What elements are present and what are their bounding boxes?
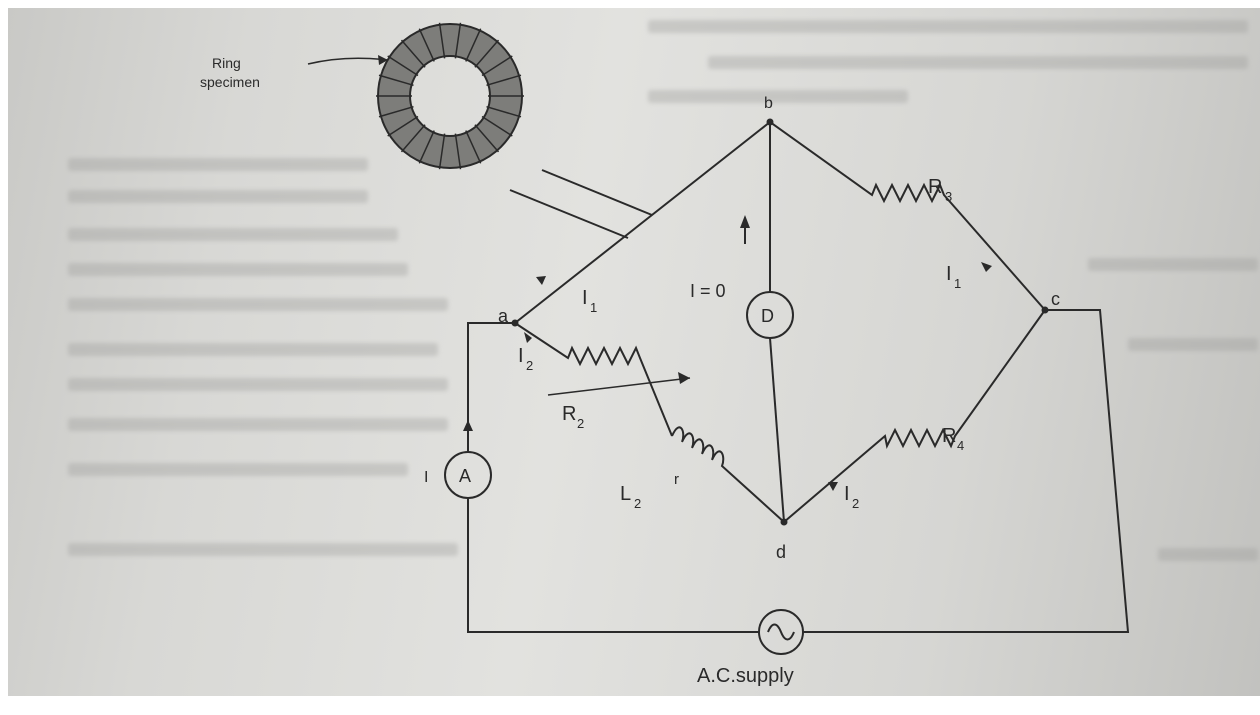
ring-winding-turn	[438, 22, 446, 59]
ring-winding-turn	[486, 105, 522, 118]
ac-supply-label: A.C.supply	[697, 665, 794, 687]
node-a-dot	[511, 319, 519, 327]
node-c-label: c	[1051, 289, 1060, 309]
ring-winding-turn	[481, 55, 513, 77]
variable-resistor-arrowhead	[678, 372, 690, 384]
r3-label: R	[928, 176, 942, 198]
i1-left-subscript: 1	[590, 300, 597, 315]
bg-text-line	[1158, 548, 1258, 561]
ammeter-label: A	[459, 466, 471, 486]
wire-a-b	[514, 121, 771, 324]
bg-text-line	[68, 463, 408, 476]
bg-text-line	[68, 158, 368, 171]
bg-text-line	[648, 20, 1248, 33]
ring-winding-turn	[387, 115, 419, 137]
r4-label: R	[942, 425, 956, 447]
bg-text-line	[68, 263, 408, 276]
ring-winding-turn	[454, 133, 462, 170]
i2-bottom-label: I	[844, 483, 850, 505]
i1-left-arrow-icon	[536, 276, 546, 285]
wire-a-ammeter	[467, 322, 515, 452]
bg-text-line	[68, 343, 438, 356]
ring-winding-turn	[378, 74, 414, 87]
ring-winding-turn	[400, 39, 426, 68]
ring-winding-turn	[418, 130, 435, 164]
bg-text-line	[1088, 258, 1258, 271]
ring-winding-turn	[465, 130, 482, 164]
resistor-r2	[514, 322, 673, 437]
ring-winding-turn	[378, 105, 414, 118]
i1-right-label: I	[946, 263, 952, 285]
ring-winding-turn	[474, 39, 500, 68]
detector-current-arrow-icon	[740, 215, 750, 228]
wire-supply-c	[803, 309, 1130, 633]
i2-left-label: I	[518, 345, 524, 367]
node-b-label: b	[764, 95, 773, 112]
bg-text-line	[68, 190, 368, 203]
ring-winding-turn	[474, 124, 500, 153]
i2-bottom-arrow-icon	[828, 482, 838, 491]
wire-ammeter-supply	[467, 498, 759, 633]
ac-wave-icon	[767, 623, 795, 641]
ring-winding-turn	[387, 55, 419, 77]
variable-resistor-arrow	[547, 377, 691, 396]
ring-label-line2: specimen	[200, 74, 260, 90]
detector-current-label: I = 0	[690, 281, 726, 301]
r-small-label: r	[674, 471, 679, 488]
i1-right-subscript: 1	[954, 276, 961, 291]
ring-winding-turn	[454, 22, 462, 59]
bg-text-line	[648, 90, 908, 103]
i2-bottom-subscript: 2	[852, 496, 859, 511]
node-d-label: d	[776, 542, 786, 562]
resistor-r4	[783, 309, 1046, 523]
node-c-dot	[1041, 306, 1049, 314]
ring-pointer-arrow	[307, 57, 389, 65]
r2-subscript: 2	[577, 416, 584, 431]
wire-detector-d	[769, 337, 785, 523]
bg-text-line	[1128, 338, 1258, 351]
ammeter-current-label: I	[424, 469, 428, 486]
i2-left-subscript: 2	[526, 358, 533, 373]
inductor-l2	[671, 426, 785, 523]
bg-text-line	[708, 56, 1248, 69]
detector-label: D	[761, 306, 774, 326]
resistor-r3	[769, 121, 1046, 311]
supply-current-arrow-icon	[463, 420, 473, 431]
bg-text-line	[68, 418, 448, 431]
ring-winding-turn	[438, 133, 446, 170]
ring-label-line1: Ring	[212, 55, 241, 71]
ring-winding-turn	[465, 28, 482, 62]
l2-label: L	[620, 483, 631, 505]
node-d-dot	[780, 518, 788, 526]
ring-winding-turn	[481, 115, 513, 137]
i1-left-label: I	[582, 287, 588, 309]
bg-text-line	[68, 228, 398, 241]
ring-lead-lower	[509, 189, 629, 239]
node-b-dot	[766, 118, 774, 126]
ring-winding-turn	[418, 28, 435, 62]
i1-right-arrow-icon	[981, 262, 992, 272]
ring-specimen	[376, 22, 524, 170]
ring-winding-turn	[486, 74, 522, 87]
node-a-label: a	[498, 306, 509, 326]
paper-background	[8, 8, 1260, 696]
r3-subscript: 3	[945, 189, 952, 204]
i2-left-arrow-icon	[524, 332, 532, 343]
bg-text-line	[68, 378, 448, 391]
l2-subscript: 2	[634, 496, 641, 511]
r2-label: R	[562, 403, 576, 425]
ring-lead-upper	[541, 169, 653, 216]
ring-winding-turn	[400, 124, 426, 153]
bg-text-line	[68, 298, 448, 311]
r4-subscript: 4	[957, 438, 964, 453]
ring-pointer-arrowhead	[378, 55, 388, 65]
bg-text-line	[68, 543, 458, 556]
